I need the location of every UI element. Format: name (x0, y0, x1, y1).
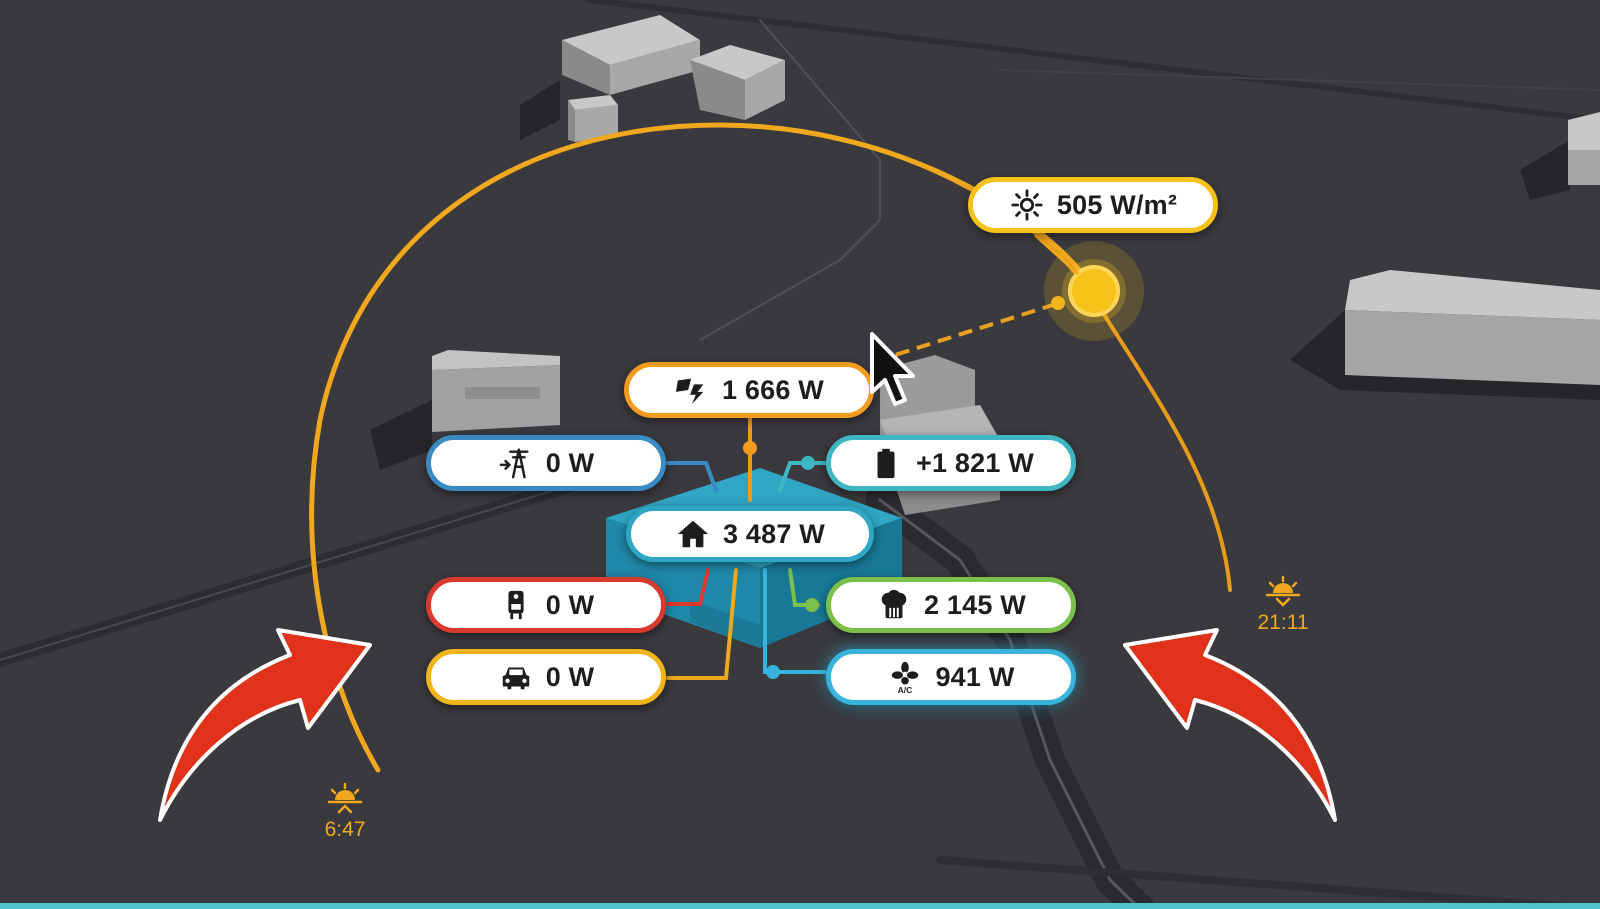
left-annotation-arrow (158, 628, 372, 822)
battery-badge[interactable]: +1 821 W (826, 435, 1076, 491)
irradiance-value: 505 W/m² (1056, 189, 1178, 220)
solar-panel-icon (674, 372, 710, 408)
power-grid-icon (498, 445, 534, 481)
battery-value: +1 821 W (916, 447, 1034, 478)
water-heater-badge[interactable]: 0 W (426, 577, 666, 633)
home-consumption-value: 3 487 W (723, 518, 825, 549)
cooking-value: 2 145 W (924, 589, 1026, 620)
chef-hat-icon (876, 587, 912, 623)
mouse-cursor-icon (870, 332, 915, 406)
sunrise-indicator: 6:47 (310, 782, 380, 842)
flow-connectors (666, 416, 832, 680)
sunrise-icon (310, 782, 380, 816)
solar-production-badge[interactable]: 1 666 W (624, 362, 874, 418)
solar-production-value: 1 666 W (722, 374, 824, 405)
battery-icon (868, 445, 904, 481)
water-heater-icon (498, 587, 534, 623)
sun-path-arc (309, 122, 1232, 773)
irradiance-badge[interactable]: 505 W/m² (968, 177, 1218, 233)
grid-badge[interactable]: 0 W (426, 435, 666, 491)
home-consumption-badge[interactable]: 3 487 W (626, 506, 874, 562)
car-value: 0 W (545, 661, 595, 692)
sunset-time: 21:11 (1257, 611, 1309, 634)
sunset-indicator: 21:11 (1248, 575, 1318, 635)
sunrise-time: 6:47 (324, 818, 366, 841)
air-conditioning-value: 941 W (935, 661, 1015, 692)
sun-icon (1009, 187, 1045, 223)
ac-fan-icon: A/C (887, 659, 923, 695)
car-badge[interactable]: 0 W (426, 649, 666, 705)
grid-value: 0 W (545, 447, 595, 478)
irradiance-connector (1033, 233, 1080, 276)
water-heater-value: 0 W (545, 589, 595, 620)
right-annotation-arrow (1123, 628, 1337, 822)
sunset-icon (1248, 575, 1318, 609)
car-icon (498, 659, 534, 695)
sun-ray (872, 296, 1065, 364)
home-icon (675, 516, 711, 552)
air-conditioning-badge[interactable]: A/C 941 W (826, 649, 1076, 705)
cooking-badge[interactable]: 2 145 W (826, 577, 1076, 633)
svg-text:A/C: A/C (898, 685, 913, 694)
